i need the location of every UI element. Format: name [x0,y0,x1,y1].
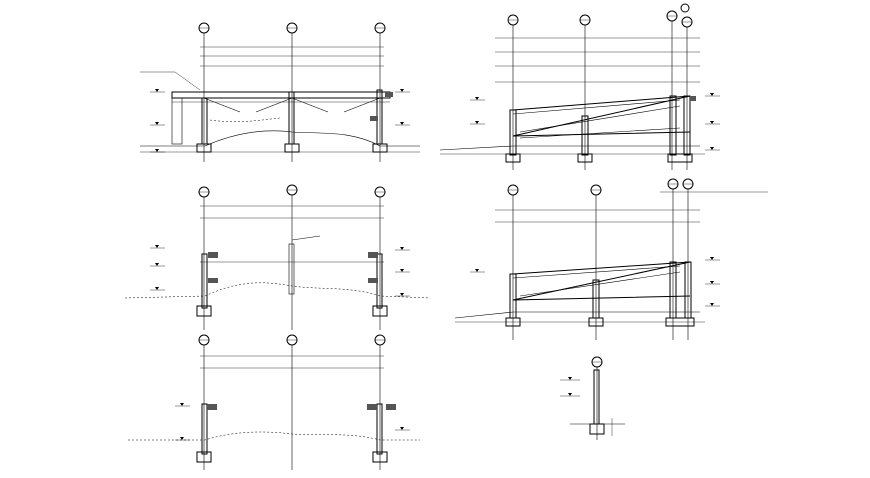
grid-bubble [198,22,386,34]
level-marker [150,89,410,153]
section-top-right [439,3,720,170]
level-marker [470,257,720,307]
section-bottom-left [128,334,420,470]
section-middle-left [124,184,431,330]
section-middle-right [454,178,720,340]
level-marker [150,245,410,297]
level-marker [175,403,410,441]
grid-bubble [507,3,693,28]
grid-bubble [198,334,386,346]
column-detail [560,356,625,440]
level-marker [470,93,720,151]
grid-bubble [507,178,694,196]
section-top-left [140,22,420,162]
